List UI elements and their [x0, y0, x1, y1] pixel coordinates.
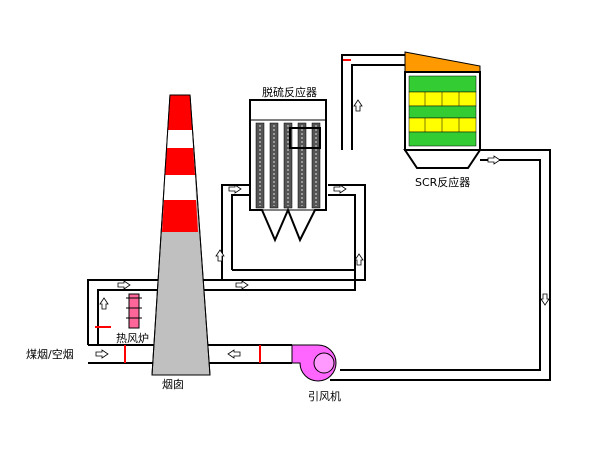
arrow-up-icon [353, 99, 363, 112]
heat-stove-label: 热风炉 [116, 332, 149, 345]
flow-arrows [95, 99, 550, 359]
valve-markers [95, 59, 351, 363]
inlet-label: 煤烟/空烟 [26, 347, 74, 361]
chimney-label: 烟囱 [162, 377, 184, 391]
chimney: 烟囱 [151, 94, 211, 391]
arrow-up-icon [215, 249, 225, 262]
arrow-right-icon [487, 155, 501, 165]
arrow-right-icon [95, 349, 109, 359]
scr-reactor-label: SCR反应器 [415, 175, 470, 189]
induced-fan-label: 引风机 [308, 389, 341, 403]
arrow-left-icon [227, 349, 241, 359]
induced-fan: 引风机 [291, 344, 341, 403]
arrow-right-icon [117, 280, 131, 290]
arrow-up-icon [354, 253, 364, 266]
arrow-right-icon [333, 184, 347, 194]
heat-stove: 热风炉 [116, 293, 149, 345]
arrow-right-icon [235, 280, 249, 290]
arrow-up-icon [99, 297, 109, 310]
scr-reactor: SCR反应器 [403, 51, 482, 189]
desulfurization-reactor: 脱硫反应器 [249, 85, 327, 243]
arrow-down-icon [540, 293, 550, 306]
arrow-right-icon [228, 184, 242, 194]
desulfurization-reactor-label: 脱硫反应器 [262, 85, 317, 99]
